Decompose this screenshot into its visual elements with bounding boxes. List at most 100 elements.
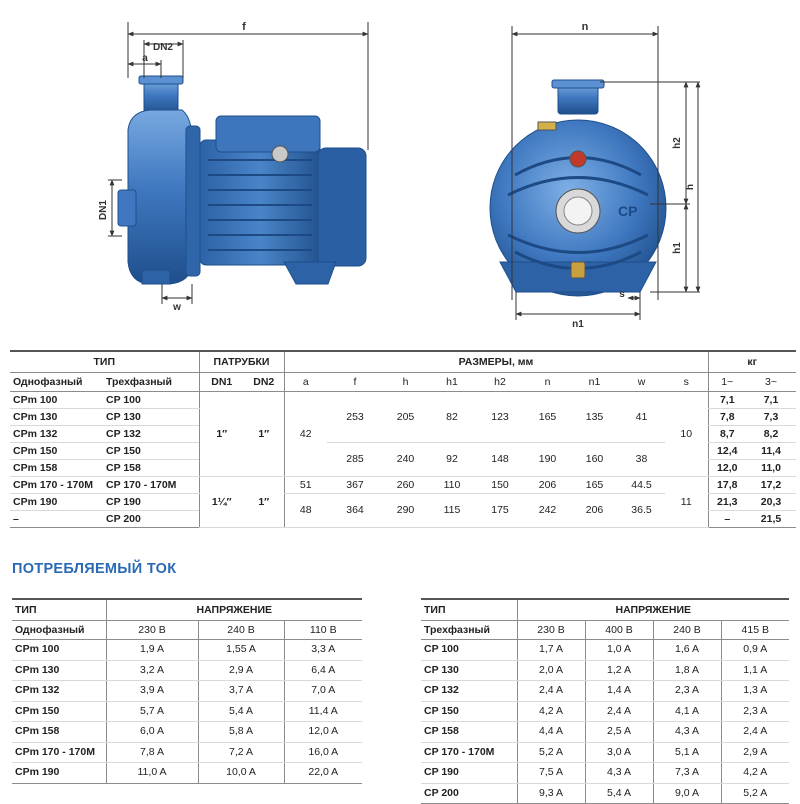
cell-f: 367 [327, 476, 383, 494]
cell-current: 5,2 A [720, 783, 789, 804]
cell-current: 7,5 A [516, 762, 585, 784]
table-row: CPm 158 CP 158 12,0 11,0 [10, 459, 796, 477]
cell-model-single: CPm 132 [10, 425, 103, 443]
dim-label-h1: h1 [672, 242, 683, 254]
side-view: f DN2 a DN1 w [98, 21, 369, 313]
cell-current: 7,0 A [283, 680, 362, 702]
cell-current: 22,0 A [283, 762, 362, 784]
cell-dn2: 1″ [244, 476, 284, 528]
dim-label-dn1: DN1 [98, 200, 109, 220]
cell-dn1: 1¼″ [198, 476, 244, 528]
cell-current: 1,8 A [652, 660, 721, 681]
cell-f: 253 [327, 391, 383, 443]
header-voltage: НАПРЯЖЕНИЕ [105, 598, 362, 621]
cell-h: 260 [383, 476, 428, 494]
cell-model: CPm 158 [12, 721, 106, 743]
dim-label-h: h [685, 184, 696, 190]
cell-n1: 206 [571, 493, 618, 528]
cell-current: 1,4 A [584, 680, 653, 702]
cell-n1: 165 [571, 476, 618, 494]
cell-h1: 82 [428, 391, 476, 443]
table-row: CPm 150 CP 150 285 240 92 148 190 160 38… [10, 442, 796, 477]
cell-model: CPm 150 [12, 701, 106, 722]
subheader-n: n [524, 372, 571, 392]
table-row: CPm 190 CP 190 48 364 290 115 175 242 20… [10, 493, 796, 528]
dim-label-h2: h2 [672, 137, 683, 149]
header-type: ТИП [10, 350, 199, 373]
pump-casing [127, 109, 193, 285]
cell-h2: 148 [476, 442, 524, 477]
cell-n1: 160 [571, 442, 618, 477]
cell-current: 3,9 A [105, 680, 198, 702]
cell-current: 7,3 A [652, 762, 721, 784]
cell-f: 285 [327, 442, 383, 477]
cell-model-single: CPm 150 [10, 442, 103, 460]
cell-current: 5,1 A [652, 742, 721, 763]
cell-h1: 115 [428, 493, 476, 528]
subheader-f: f [327, 372, 383, 392]
fan-cover [317, 147, 367, 267]
inlet-pipe [117, 189, 137, 227]
dim-label-s: s [619, 289, 625, 300]
cell-current: 2,3 A [652, 680, 721, 702]
cell-current: 1,9 A [105, 639, 198, 661]
cell-model-single: CPm 170 - 170M [10, 476, 103, 494]
cell-dn2: 1″ [244, 391, 284, 477]
header-type: ТИП [421, 598, 517, 621]
cell-current: 5,2 A [516, 742, 585, 763]
cell-h: 205 [383, 391, 428, 443]
subheader-dn2: DN2 [244, 372, 284, 392]
cell-model-three: CP 158 [103, 459, 199, 477]
subheader-kg3: 3~ [746, 372, 796, 392]
cell-kg3: 20,3 [746, 493, 796, 511]
cell-model: CP 132 [421, 680, 517, 702]
cell-current: 4,2 A [720, 762, 789, 784]
table-row: CPm 132 CP 132 8,7 8,2 [10, 425, 796, 443]
cell-model: CP 200 [421, 783, 517, 804]
cell-h1: 110 [428, 476, 476, 494]
cell-a: 48 [283, 493, 327, 528]
cell-model: CPm 130 [12, 660, 106, 681]
cell-current: 1,1 A [720, 660, 789, 681]
front-view: CP n h2 h h1 s n1 [489, 21, 701, 330]
cell-current: 5,4 A [584, 783, 653, 804]
cell-current: 2,9 A [197, 660, 284, 681]
cell-h: 240 [383, 442, 428, 477]
subheader-phase: Трехфазный [421, 620, 517, 640]
cell-kg1: 12,0 [707, 459, 746, 477]
cell-kg3: 11,0 [746, 459, 796, 477]
cell-current: 2,4 A [584, 701, 653, 722]
cell-n: 242 [524, 493, 571, 528]
cell-kg3: 7,3 [746, 408, 796, 426]
cell-kg3: 8,2 [746, 425, 796, 443]
cell-model: CP 130 [421, 660, 517, 681]
cell-h2: 150 [476, 476, 524, 494]
cell-w: 44.5 [618, 476, 665, 494]
cell-model-single: CPm 158 [10, 459, 103, 477]
three-phase-current-table: ТИП НАПРЯЖЕНИЕ Трехфазный 230 В 400 В 24… [421, 598, 789, 804]
cell-model-single: – [10, 510, 103, 528]
cell-model: CP 190 [421, 762, 517, 784]
cell-model-single: CPm 130 [10, 408, 103, 426]
table-row: CPm 170 - 170M CP 170 - 170M 1¼″ 1″ 51 3… [10, 476, 796, 528]
subheader-a: a [283, 372, 327, 392]
cell-h2: 123 [476, 391, 524, 443]
cell-kg1: 7,1 [707, 391, 746, 409]
cell-current: 1,55 A [197, 639, 284, 661]
cell-s: 10 [665, 391, 708, 477]
cell-n: 190 [524, 442, 571, 477]
subheader-n1: n1 [571, 372, 618, 392]
cell-kg3: 21,5 [746, 510, 796, 528]
header-type: ТИП [12, 598, 106, 621]
subheader-h2: h2 [476, 372, 524, 392]
cell-kg3: 7,1 [746, 391, 796, 409]
cell-model-three: CP 200 [103, 510, 199, 528]
cell-a: 42 [283, 391, 327, 477]
cell-current: 4,2 A [516, 701, 585, 722]
cell-current: 0,9 A [720, 639, 789, 661]
